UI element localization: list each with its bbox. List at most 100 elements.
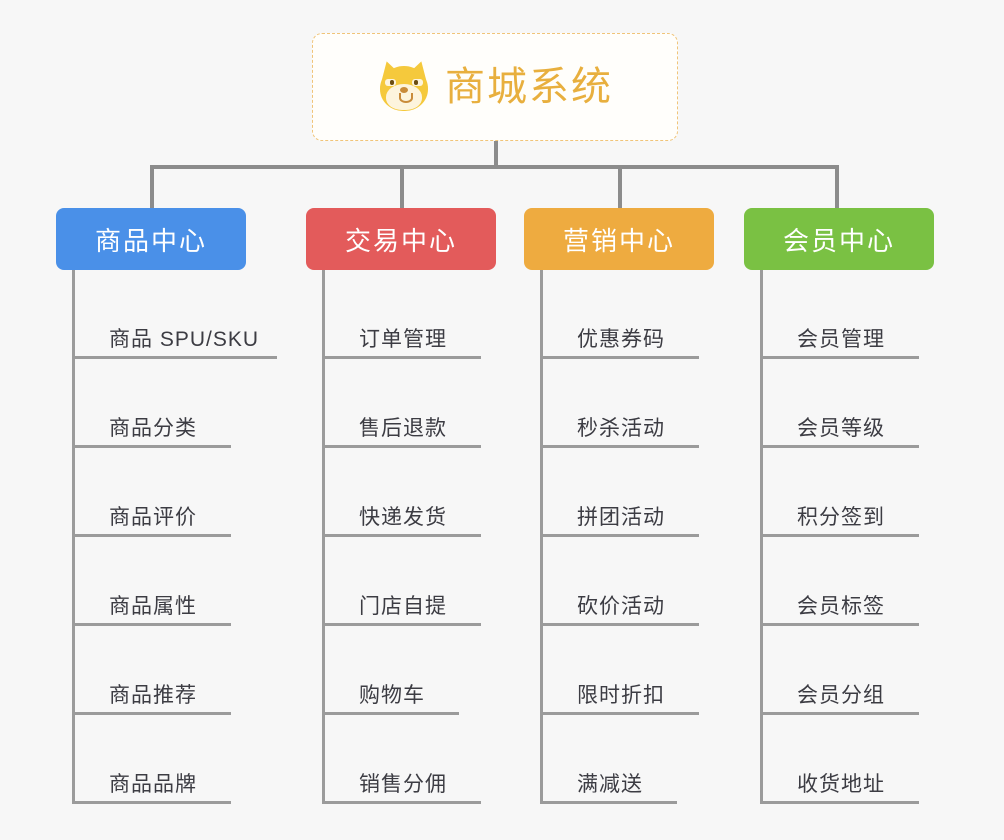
list-item[interactable]: 门店自提 <box>325 537 496 626</box>
list-item[interactable]: 快递发货 <box>325 448 496 537</box>
leaf-label: 砍价活动 <box>577 595 665 618</box>
leaf-label: 商品评价 <box>109 506 197 529</box>
connector-drop-2 <box>400 165 404 209</box>
leaf-label: 优惠券码 <box>577 328 665 351</box>
leaf-underline <box>543 445 699 448</box>
leaf-underline <box>75 712 231 715</box>
dog-mouth-icon <box>399 93 413 103</box>
list-item[interactable]: 会员标签 <box>763 537 934 626</box>
leaf-label: 购物车 <box>359 684 425 707</box>
leaf-label: 拼团活动 <box>577 506 665 529</box>
list-item[interactable]: 商品分类 <box>75 359 246 448</box>
leaf-underline <box>325 623 481 626</box>
leaf-underline <box>543 712 699 715</box>
dog-pupil-right-icon <box>414 80 418 85</box>
leaf-list-4: 会员管理 会员等级 积分签到 会员标签 会员分组 收货地址 <box>760 270 934 804</box>
leaf-underline <box>325 445 481 448</box>
leaf-label: 商品推荐 <box>109 684 197 707</box>
leaf-label: 商品属性 <box>109 595 197 618</box>
leaf-underline <box>75 356 277 359</box>
connector-drop-3 <box>618 165 622 209</box>
leaf-underline <box>763 534 919 537</box>
leaf-underline <box>543 801 677 804</box>
connector-root-stem <box>494 141 498 168</box>
list-item[interactable]: 售后退款 <box>325 359 496 448</box>
leaf-label: 秒杀活动 <box>577 417 665 440</box>
list-item[interactable]: 订单管理 <box>325 270 496 359</box>
leaf-label: 快递发货 <box>359 506 447 529</box>
category-box-2[interactable]: 交易中心 <box>306 208 496 270</box>
category-label-1: 商品中心 <box>94 225 207 256</box>
leaf-underline <box>75 534 231 537</box>
leaf-underline <box>75 445 231 448</box>
list-item[interactable]: 砍价活动 <box>543 537 714 626</box>
leaf-underline <box>543 356 699 359</box>
list-item[interactable]: 优惠券码 <box>543 270 714 359</box>
connector-horizontal-bus <box>150 165 839 169</box>
list-item[interactable]: 会员等级 <box>763 359 934 448</box>
leaf-label: 订单管理 <box>359 328 447 351</box>
list-item[interactable]: 销售分佣 <box>325 715 496 804</box>
leaf-underline <box>75 801 231 804</box>
leaf-underline <box>763 712 919 715</box>
category-box-4[interactable]: 会员中心 <box>744 208 934 270</box>
list-item[interactable]: 收货地址 <box>763 715 934 804</box>
leaf-underline <box>763 356 919 359</box>
leaf-label: 商品 SPU/SKU <box>109 328 260 351</box>
list-item[interactable]: 秒杀活动 <box>543 359 714 448</box>
category-label-3: 营销中心 <box>562 225 675 256</box>
leaf-underline <box>763 445 919 448</box>
leaf-label: 商品品牌 <box>109 773 197 796</box>
list-item[interactable]: 商品品牌 <box>75 715 246 804</box>
leaf-list-2: 订单管理 售后退款 快递发货 门店自提 购物车 销售分佣 <box>322 270 496 804</box>
root-title: 商城系统 <box>445 65 613 109</box>
connector-drop-4 <box>835 165 839 209</box>
list-item[interactable]: 商品属性 <box>75 537 246 626</box>
list-item[interactable]: 会员管理 <box>763 270 934 359</box>
list-item[interactable]: 商品 SPU/SKU <box>75 270 277 359</box>
leaf-underline <box>75 623 231 626</box>
category-box-1[interactable]: 商品中心 <box>56 208 246 270</box>
leaf-label: 商品分类 <box>109 417 197 440</box>
leaf-underline <box>543 623 699 626</box>
leaf-underline <box>763 623 919 626</box>
leaf-label: 会员标签 <box>797 595 885 618</box>
list-item[interactable]: 拼团活动 <box>543 448 714 537</box>
branch-column-1: 商品中心 商品 SPU/SKU 商品分类 商品评价 商品属性 商品推荐 <box>56 208 277 804</box>
dog-nose-icon <box>400 87 408 93</box>
list-item[interactable]: 限时折扣 <box>543 626 714 715</box>
branch-column-4: 会员中心 会员管理 会员等级 积分签到 会员标签 会员分组 <box>744 208 934 804</box>
leaf-label: 积分签到 <box>797 506 885 529</box>
leaf-label: 门店自提 <box>359 595 447 618</box>
leaf-label: 限时折扣 <box>577 684 665 707</box>
category-label-2: 交易中心 <box>344 225 457 256</box>
leaf-label: 销售分佣 <box>359 773 447 796</box>
leaf-list-3: 优惠券码 秒杀活动 拼团活动 砍价活动 限时折扣 满减送 <box>540 270 714 804</box>
leaf-underline <box>543 534 699 537</box>
leaf-underline <box>325 356 481 359</box>
leaf-label: 售后退款 <box>359 417 447 440</box>
leaf-label: 会员管理 <box>797 328 885 351</box>
root-node[interactable]: 商城系统 <box>312 33 678 141</box>
branch-column-3: 营销中心 优惠券码 秒杀活动 拼团活动 砍价活动 限时折扣 <box>524 208 714 804</box>
list-item[interactable]: 积分签到 <box>763 448 934 537</box>
list-item[interactable]: 商品推荐 <box>75 626 246 715</box>
leaf-label: 会员等级 <box>797 417 885 440</box>
category-label-4: 会员中心 <box>782 225 895 256</box>
list-item[interactable]: 商品评价 <box>75 448 246 537</box>
branch-column-2: 交易中心 订单管理 售后退款 快递发货 门店自提 购物车 <box>306 208 496 804</box>
connector-drop-1 <box>150 165 154 209</box>
list-item[interactable]: 购物车 <box>325 626 496 715</box>
category-box-3[interactable]: 营销中心 <box>524 208 714 270</box>
leaf-underline <box>325 801 481 804</box>
leaf-list-1: 商品 SPU/SKU 商品分类 商品评价 商品属性 商品推荐 商品品牌 <box>72 270 277 804</box>
dog-pupil-left-icon <box>390 80 394 85</box>
leaf-label: 满减送 <box>577 773 643 796</box>
list-item[interactable]: 会员分组 <box>763 626 934 715</box>
leaf-underline <box>763 801 919 804</box>
shiba-dog-face-emoji <box>377 58 431 114</box>
leaf-label: 会员分组 <box>797 684 885 707</box>
list-item[interactable]: 满减送 <box>543 715 714 804</box>
leaf-label: 收货地址 <box>797 773 885 796</box>
